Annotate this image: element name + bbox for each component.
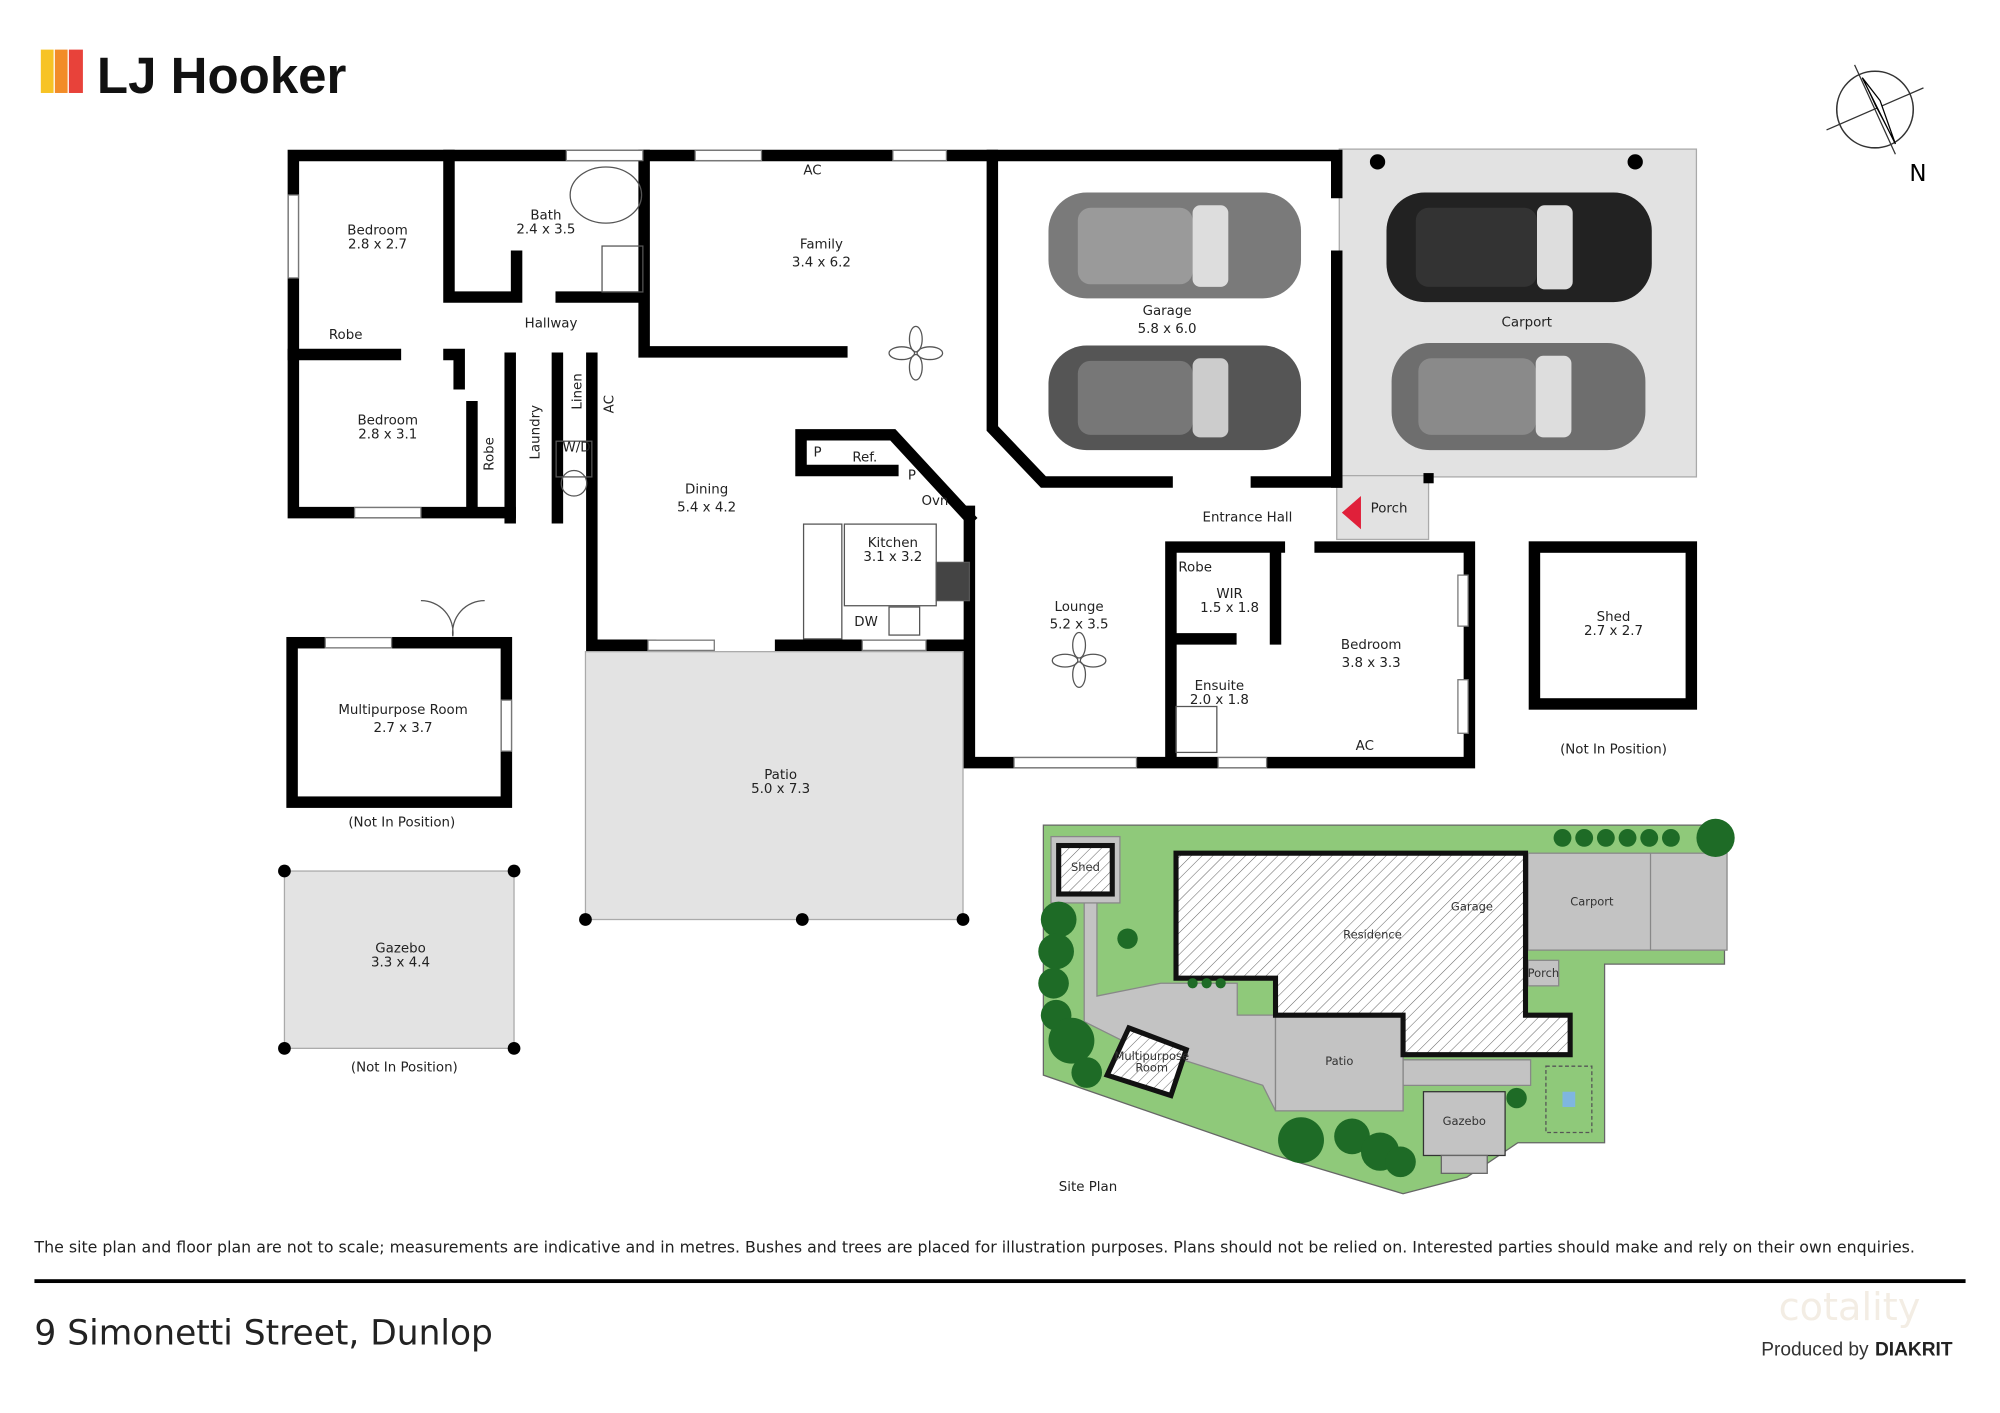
logo-text: LJ Hooker	[97, 47, 347, 104]
svg-text:Patio: Patio	[1325, 1054, 1353, 1068]
car-icon	[1386, 192, 1652, 303]
site-residence	[1173, 850, 1573, 1058]
entry-arrow-icon	[1341, 496, 1361, 530]
room-label: Entrance Hall	[1203, 511, 1293, 526]
room-label: W/D	[563, 440, 591, 455]
svg-text:Residence: Residence	[1343, 928, 1402, 942]
water-feature	[1562, 1091, 1576, 1108]
room-label: Hallway	[525, 317, 578, 332]
room-label: P	[814, 446, 822, 461]
site-plan: Shed Residence Garage Carport Porch Mult…	[1038, 818, 1735, 1195]
produced-by-label: Produced by	[1761, 1340, 1869, 1361]
room-label: AC	[1356, 739, 1374, 754]
site-plan-title: Site Plan	[1059, 1180, 1117, 1195]
room-label: AC	[803, 164, 821, 179]
room-label: Laundry	[529, 405, 544, 460]
room-label: Robe	[329, 328, 363, 343]
property-address: 9 Simonetti Street, Dunlop	[34, 1313, 492, 1353]
disclaimer: The site plan and floor plan are not to …	[33, 1237, 1914, 1256]
room-label: Robe	[483, 437, 498, 471]
room-label: P	[908, 468, 916, 483]
trees	[1038, 818, 1735, 1178]
site-gazebo	[1422, 1091, 1506, 1157]
north-compass-icon: N	[1826, 64, 1927, 187]
room-label: Robe	[1178, 560, 1212, 575]
not-in-position-note: (Not In Position)	[348, 815, 455, 830]
svg-text:Gazebo: Gazebo	[1443, 1114, 1486, 1128]
room-label: Ref.	[852, 451, 877, 466]
room-label: AC	[603, 395, 618, 413]
ceiling-fan-icon	[1051, 631, 1107, 689]
gazebo-slab	[283, 870, 515, 1049]
site-multipurpose-room	[1103, 1024, 1190, 1099]
room-label: Ovn	[921, 494, 948, 509]
room-label: Linen	[571, 373, 586, 409]
svg-text:Garage: Garage	[1451, 900, 1493, 914]
ceiling-fan-icon	[888, 325, 944, 381]
svg-text:Porch: Porch	[1528, 966, 1560, 980]
diakrit-logo: DIAKRIT	[1875, 1340, 1953, 1361]
not-in-position-note: (Not In Position)	[351, 1060, 458, 1075]
room-label: Carport	[1502, 315, 1552, 330]
site-carport	[1527, 852, 1728, 951]
room-label: DW	[854, 615, 878, 630]
footer-divider	[34, 1279, 1966, 1284]
not-in-position-note: (Not In Position)	[1560, 743, 1667, 758]
porch-slab	[1336, 474, 1430, 541]
car-icon	[1048, 345, 1302, 451]
svg-text:Shed: Shed	[1071, 860, 1100, 874]
lj-hooker-logo: LJ Hooker	[40, 47, 347, 104]
patio-slab	[584, 651, 964, 921]
car-icons	[1048, 192, 1652, 451]
site-shed	[1056, 842, 1115, 897]
cotality-watermark: cotality	[1779, 1285, 1921, 1330]
windows	[287, 149, 1469, 769]
fixtures	[420, 166, 1218, 754]
car-icon	[1391, 342, 1646, 451]
car-icon	[1048, 192, 1302, 299]
north-label: N	[1909, 161, 1926, 187]
svg-text:Carport: Carport	[1570, 894, 1614, 908]
room-label: Porch	[1371, 502, 1408, 517]
